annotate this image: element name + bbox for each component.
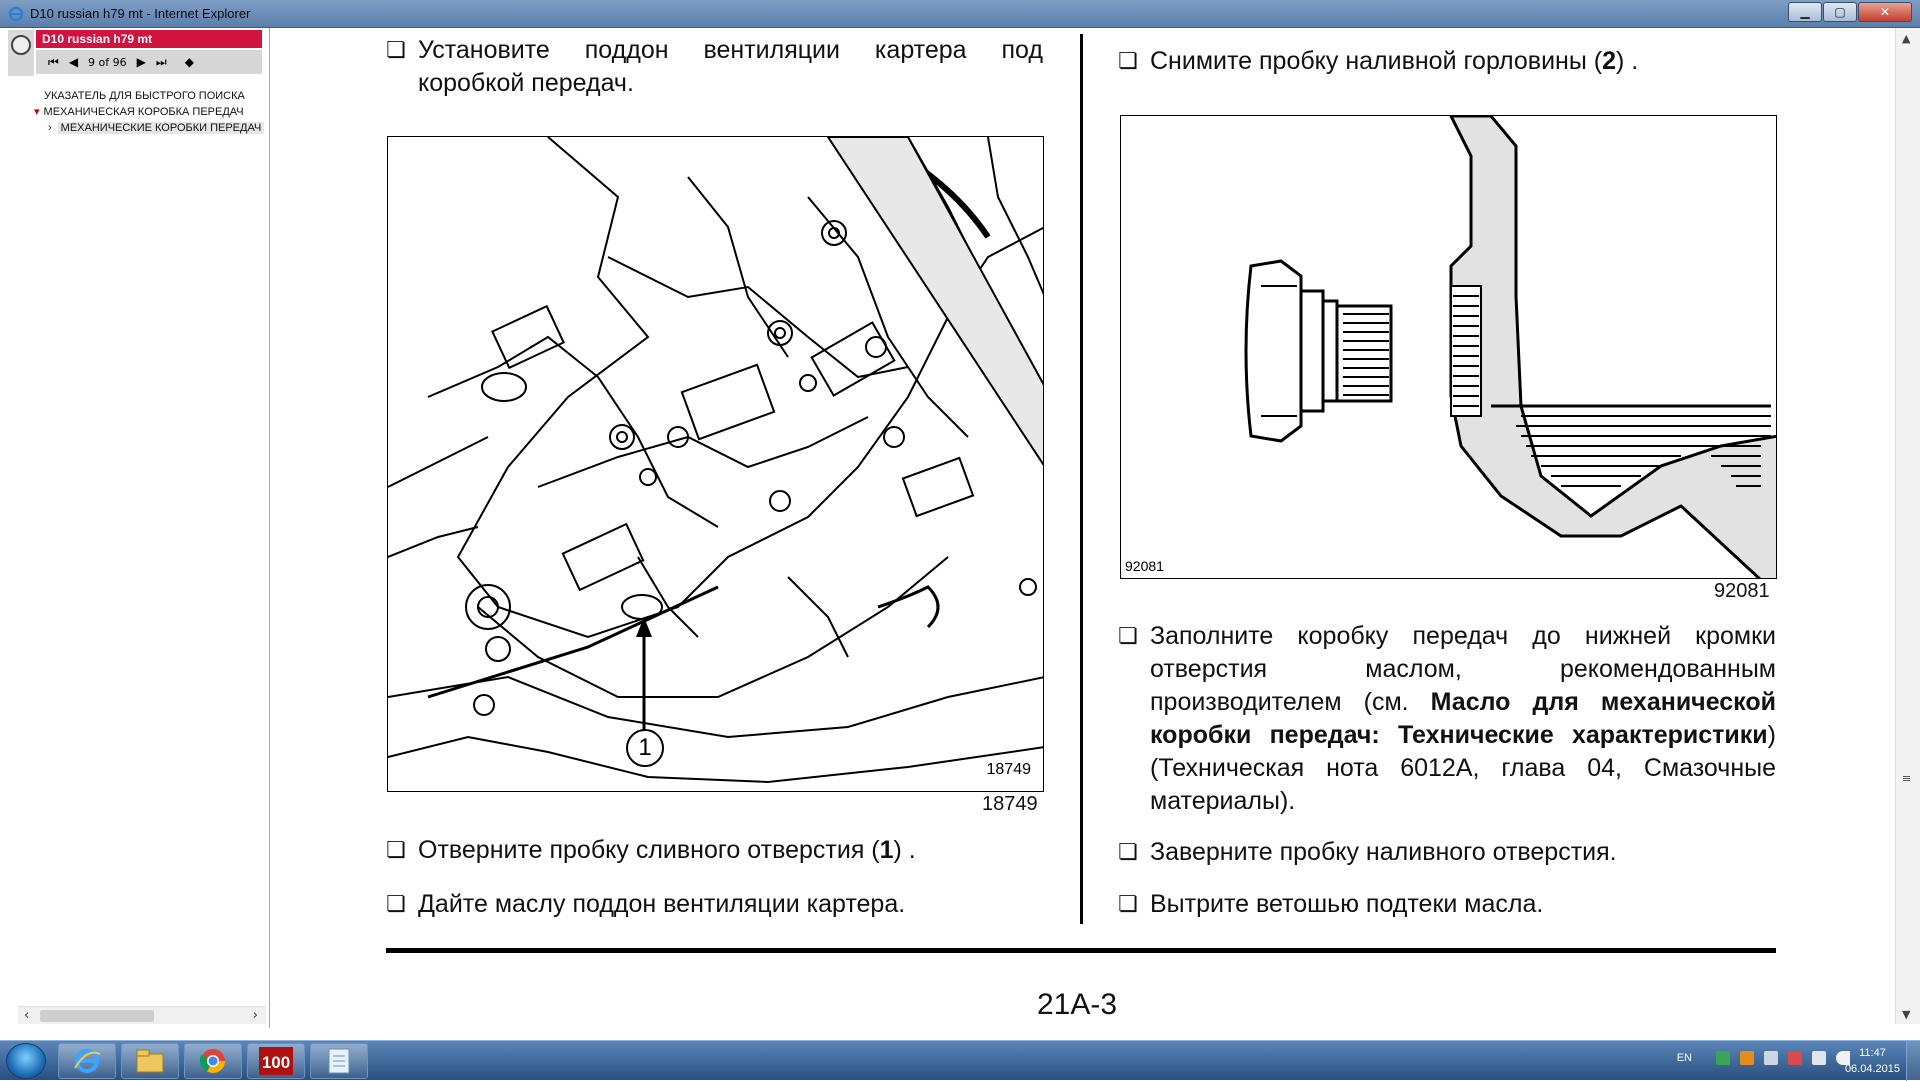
first-page-button[interactable]: ⏮ — [48, 54, 59, 69]
callout-number: 1 — [626, 729, 664, 767]
toc-item-manual-gearboxes[interactable]: ›МЕХАНИЧЕСКИЕ КОРОБКИ ПЕРЕДАЧ — [20, 120, 265, 136]
internet-explorer-icon — [74, 1049, 101, 1073]
figure-id-inner: 18749 — [986, 761, 1032, 778]
internet-explorer-icon — [8, 6, 24, 22]
next-page-button[interactable]: ▶ — [136, 55, 146, 69]
filler-plug-drawing — [1244, 116, 1776, 578]
callout-arrow — [636, 617, 652, 737]
gearbox-drawing — [388, 137, 1043, 784]
scroll-left-icon[interactable]: ‹ — [24, 1008, 30, 1023]
language-indicator[interactable]: EN — [1676, 1052, 1692, 1064]
system-tray: EN — [1677, 1051, 1850, 1065]
taskbar: 100 EN 11:47 06.04.2015 — [0, 1040, 1920, 1081]
step-remove-filler-plug: ❏ Снимите пробку наливной горловины (2) … — [1118, 45, 1776, 78]
step-unscrew-drain-plug: ❏ Отверните пробку сливного отверстия (1… — [386, 834, 1043, 867]
checkbox-bullet-icon: ❏ — [386, 38, 406, 63]
brand-logo — [8, 30, 34, 76]
system-clock[interactable]: 11:47 06.04.2015 — [1845, 1045, 1900, 1077]
page-footer-rule — [386, 948, 1776, 953]
taskbar-chrome-button[interactable] — [184, 1043, 242, 1079]
minimize-button[interactable]: ▁ — [1788, 2, 1822, 22]
notepad-icon — [328, 1048, 350, 1074]
toc-item-quick-index[interactable]: УКАЗАТЕЛЬ ДЛЯ БЫСТРОГО ПОИСКА — [44, 90, 245, 102]
figure-caption-92081: 92081 — [1714, 580, 1770, 602]
last-page-button[interactable]: ⏭ — [155, 54, 167, 69]
svg-text:100: 100 — [262, 1053, 290, 1072]
scroll-up-icon[interactable]: ▲ — [1902, 32, 1911, 45]
page-indicator: 9 of 96 — [88, 55, 127, 69]
navigation-panel — [0, 28, 270, 1028]
windows-start-icon[interactable] — [6, 1043, 46, 1079]
taskbar-app-100-button[interactable]: 100 — [247, 1043, 305, 1079]
page-number: 21A-3 — [1037, 988, 1118, 1021]
taskbar-notepad-button[interactable] — [310, 1043, 368, 1079]
window-title: D10 russian h79 mt - Internet Explorer — [30, 6, 251, 21]
step-wipe-oil: ❏ Вытрите ветошью подтеки масла. — [1118, 888, 1776, 921]
column-divider — [1080, 34, 1083, 924]
file-explorer-icon — [136, 1049, 164, 1073]
prev-page-button[interactable]: ◀ — [68, 55, 79, 69]
step-fill-gearbox: ❏ Заполните коробку передач до нижней кр… — [1118, 620, 1776, 818]
figure-id-inner: 92081 — [1125, 558, 1164, 574]
viewer-toolbar: D10 russian h79 mt ⏮ ◀ 9 of 96 ▶ ⏭ ◆ — [8, 30, 262, 76]
toc-tree: УКАЗАТЕЛЬ ДЛЯ БЫСТРОГО ПОИСКА ▾МЕХАНИЧЕС… — [20, 88, 265, 136]
scroll-right-icon[interactable]: › — [252, 1008, 258, 1023]
horizontal-scrollbar[interactable]: ‹ › — [18, 1006, 266, 1024]
checkbox-bullet-icon: ❏ — [1118, 624, 1138, 649]
close-button[interactable]: ✕ — [1858, 2, 1912, 22]
checkbox-bullet-icon: ❏ — [386, 838, 406, 863]
scrollbar-grip-icon[interactable]: ≡ — [1902, 772, 1912, 785]
clock-time: 11:47 — [1859, 1047, 1886, 1059]
vertical-scrollbar[interactable]: ▲ ≡ ▼ — [1895, 28, 1920, 1024]
window-titlebar: D10 russian h79 mt - Internet Explorer ▁… — [0, 0, 1920, 28]
back-button[interactable]: ◆ — [184, 55, 194, 69]
tray-app-icon[interactable] — [1740, 1051, 1754, 1065]
clock-date: 06.04.2015 — [1844, 1063, 1900, 1075]
expanded-marker-icon: ▾ — [34, 106, 40, 118]
figure-caption-18749: 18749 — [982, 793, 1038, 815]
document-title: D10 russian h79 mt — [36, 30, 262, 48]
app-100-icon: 100 — [259, 1047, 293, 1075]
gearbox-underside-figure: 1 18749 — [387, 136, 1044, 792]
scroll-down-icon[interactable]: ▼ — [1902, 1008, 1911, 1021]
network-icon[interactable] — [1812, 1051, 1826, 1065]
step-drain-oil: ❏ Дайте маслу поддон вентиляции картера. — [386, 888, 1043, 921]
action-center-flag-icon[interactable] — [1788, 1051, 1802, 1065]
checkbox-bullet-icon: ❏ — [1118, 892, 1138, 917]
checkbox-bullet-icon: ❏ — [1118, 49, 1138, 74]
show-desktop-button[interactable] — [1906, 1041, 1920, 1081]
checkbox-bullet-icon: ❏ — [386, 892, 406, 917]
taskbar-ie-button[interactable] — [58, 1043, 116, 1079]
volume-icon[interactable] — [1836, 1051, 1850, 1065]
chrome-icon — [199, 1049, 225, 1074]
toc-item-manual-gearbox[interactable]: ▾МЕХАНИЧЕСКАЯ КОРОБКА ПЕРЕДАЧ — [34, 106, 244, 118]
checkbox-bullet-icon: ❏ — [1118, 840, 1138, 865]
step-install-pan: ❏ Установите поддон вентиляции картера п… — [386, 34, 1043, 100]
tray-app-icon[interactable] — [1764, 1051, 1778, 1065]
scrollbar-thumb[interactable] — [40, 1010, 154, 1022]
page-navigation: ⏮ ◀ 9 of 96 ▶ ⏭ ◆ — [36, 50, 262, 74]
step-screw-filler-plug: ❏ Заверните пробку наливного отверстия. — [1118, 836, 1776, 869]
filler-plug-figure: 92081 — [1120, 115, 1777, 579]
maximize-button[interactable]: ▢ — [1823, 2, 1857, 22]
taskbar-explorer-button[interactable] — [121, 1043, 179, 1079]
chevron-right-icon: › — [48, 122, 52, 134]
tray-app-icon[interactable] — [1716, 1051, 1730, 1065]
